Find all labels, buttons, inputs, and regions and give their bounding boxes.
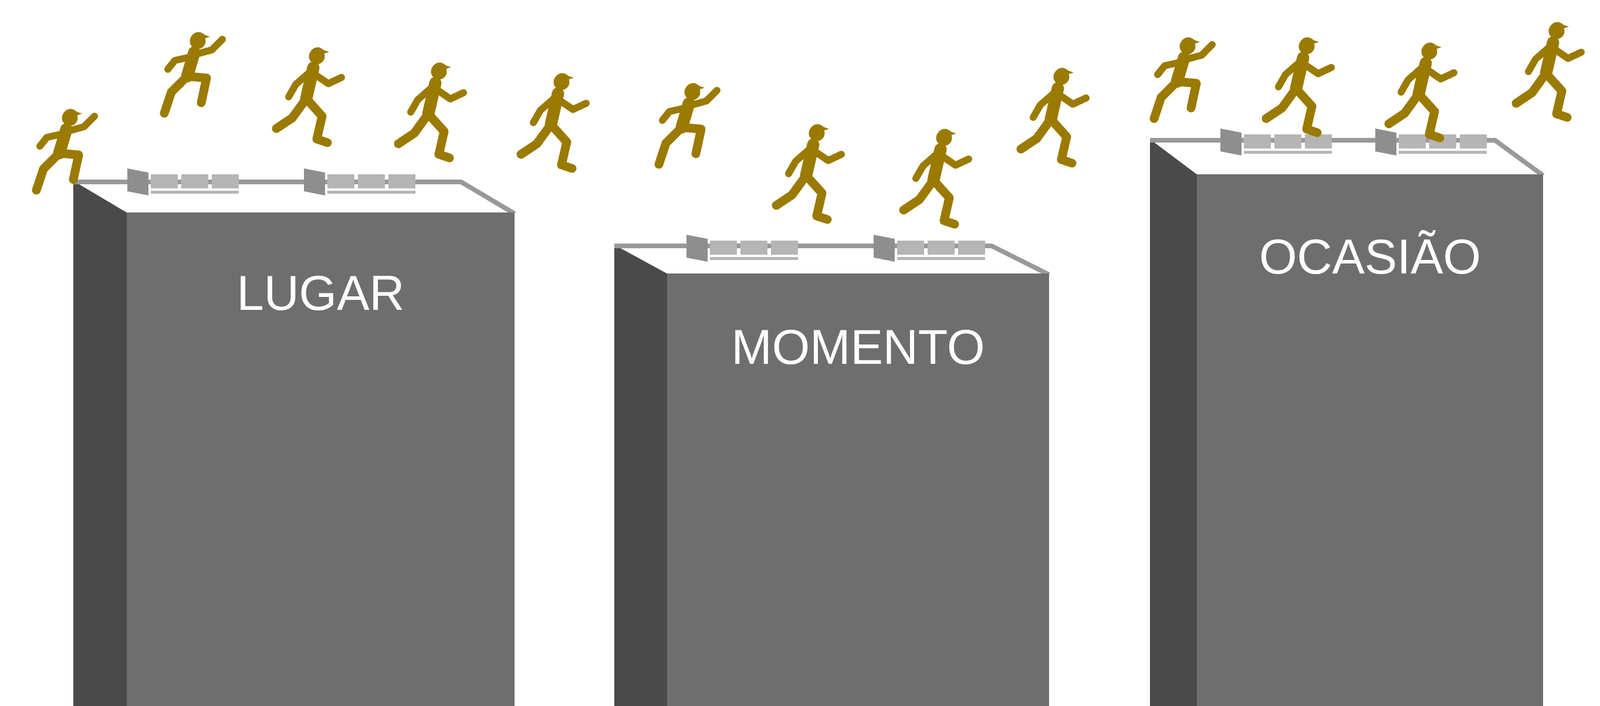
- runner-silhouette: [776, 124, 842, 220]
- runner-silhouette: [1266, 37, 1332, 133]
- runner-silhouette: [1154, 37, 1213, 119]
- building-block: OCASIÃO: [1196, 174, 1544, 706]
- runner-silhouette: [1388, 42, 1454, 138]
- roof-vent: [303, 168, 416, 196]
- runner-silhouette: [1020, 68, 1087, 164]
- runner-silhouette: [36, 109, 95, 191]
- runner-silhouette: [398, 62, 464, 158]
- runner-silhouette: [164, 32, 223, 114]
- runner-silhouette: [276, 47, 342, 143]
- building-label: LUGAR: [126, 268, 515, 318]
- runner-silhouette: [521, 73, 587, 169]
- building-block: LUGAR: [126, 212, 515, 706]
- building-label: MOMENTO: [667, 322, 1050, 372]
- building-side: [1149, 139, 1197, 706]
- building-label: OCASIÃO: [1196, 232, 1544, 282]
- roof-vent: [686, 234, 798, 262]
- runner-silhouette: [903, 129, 969, 225]
- building-block: MOMENTO: [667, 273, 1050, 706]
- runner-silhouette: [1516, 22, 1582, 118]
- building-side: [614, 244, 668, 706]
- roof-vent: [873, 234, 986, 262]
- roof-vent: [127, 168, 239, 196]
- runner-silhouette: [658, 83, 717, 165]
- building-side: [73, 180, 127, 706]
